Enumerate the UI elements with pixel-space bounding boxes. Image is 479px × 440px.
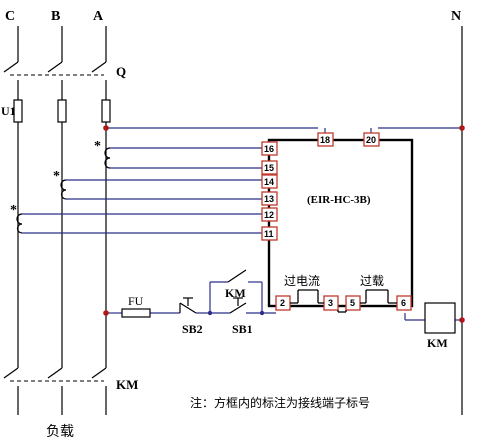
terminal-15-number: 15 [264,163,274,173]
sb2-button [179,297,197,314]
terminal-12 [261,207,278,222]
control-wires [22,127,462,321]
junction-dot [459,125,465,131]
note-text: 注：方框内的标注为接线端子标号 [190,395,370,410]
ct-star-b: * [53,169,60,184]
terminal-13 [261,191,278,206]
phase-c-label: C [5,9,15,24]
junction-dot [259,310,265,316]
q-switch-label: Q [116,64,126,79]
relay-contacts [290,289,397,313]
junction-dot [207,310,213,316]
sb2-label: SB2 [182,322,203,336]
ct-star-a: * [94,139,101,154]
device-box [267,138,414,308]
terminal-13-number: 13 [264,194,274,204]
km-coil [424,302,456,334]
km-coil-label: KM [427,336,448,350]
terminal-16-number: 16 [264,144,274,154]
ct-star-c: * [10,203,17,218]
load-label: 负载 [46,424,74,440]
terminal-20 [363,132,380,147]
ct-coils [16,147,111,234]
junction-dot [103,310,109,316]
terminal-5-number: 5 [350,298,355,308]
terminal-12-number: 12 [264,210,274,220]
km-contacts-label: KM [116,377,138,392]
fuses [13,99,111,123]
overcurrent-label: 过电流 [284,274,320,288]
u1-label: U1 [1,104,16,118]
sb1-button [229,297,247,314]
device-label: (EIR-HC-3B) [307,194,371,206]
terminal-15 [261,160,278,175]
sb1-label: SB1 [232,322,253,336]
terminal-2-number: 2 [280,298,285,308]
phase-b-label: B [51,9,60,24]
fu-label: FU [128,294,144,308]
terminal-14 [261,174,278,189]
terminal-3-number: 3 [328,298,333,308]
phase-n-label: N [451,9,461,24]
km-aux-label: KM [225,286,246,300]
terminal-11 [261,226,278,241]
overload-label: 过载 [360,274,384,288]
terminal-18 [317,132,334,147]
terminal-16 [261,141,278,156]
terminal-6-number: 6 [401,298,406,308]
terminal-14-number: 14 [264,177,274,187]
junction-dot [103,125,109,131]
terminal-18-number: 18 [320,135,330,145]
junction-dot [459,317,465,323]
km-aux-contact [227,269,247,283]
power-lines [3,26,463,415]
terminal-11-number: 11 [264,229,274,239]
phase-a-label: A [93,9,104,24]
fuse-fu [121,308,151,318]
terminal-20-number: 20 [366,135,376,145]
